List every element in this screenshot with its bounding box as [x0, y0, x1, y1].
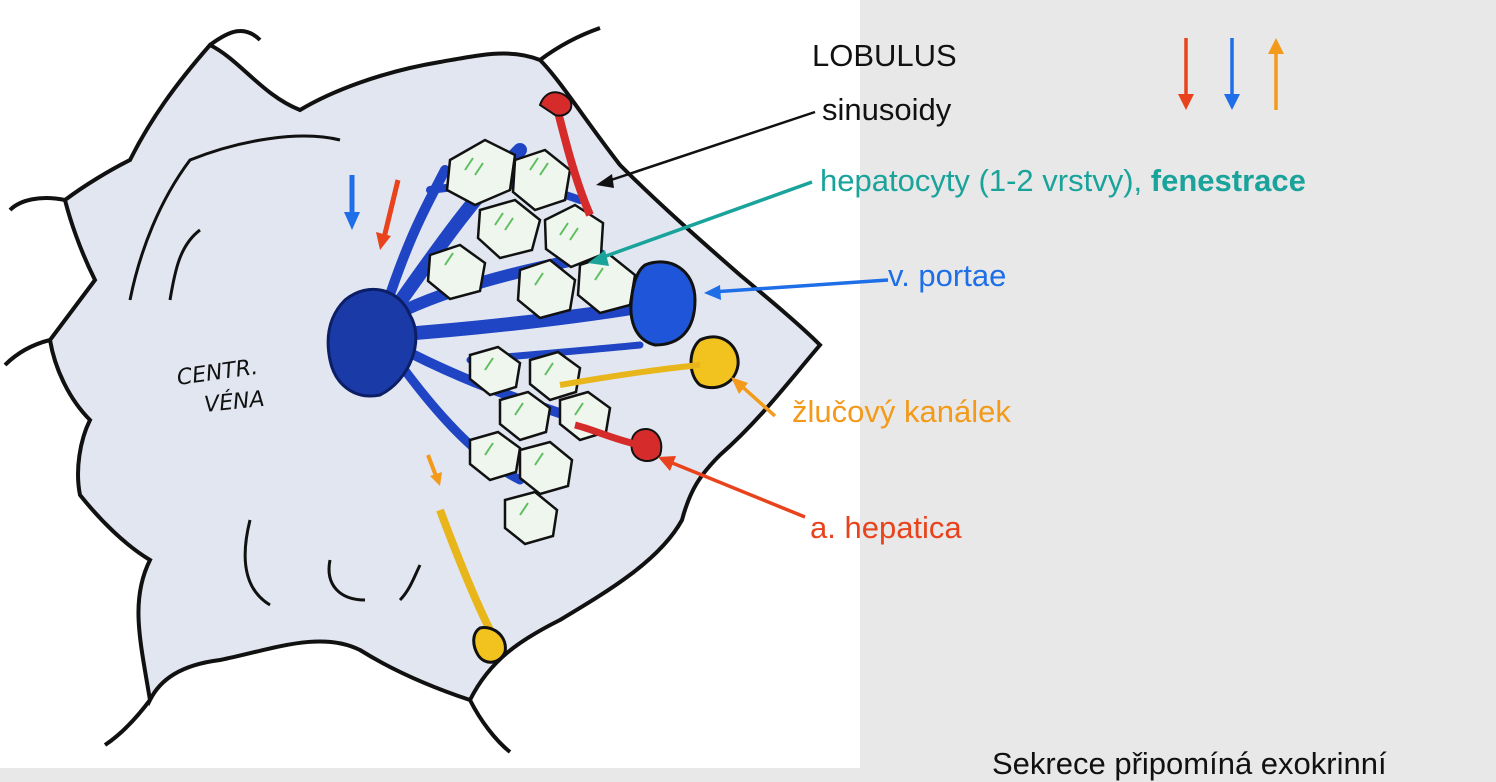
label-lobulus: LOBULUS — [812, 38, 957, 74]
fenestrace-text: fenestrace — [1151, 163, 1306, 198]
label-hepatocyty: hepatocyty (1-2 vrstvy), fenestrace — [820, 163, 1306, 199]
portal-vein — [631, 262, 695, 345]
label-sinusoidy: sinusoidy — [822, 92, 951, 128]
label-zlucovy-kanalek: žlučový kanálek — [792, 394, 1011, 430]
hepatocyty-text: hepatocyty (1-2 vrstvy), — [820, 163, 1151, 198]
legend-arrows — [1178, 38, 1284, 110]
label-sekrece: Sekrece připomíná exokrinní — [992, 746, 1387, 782]
label-v-portae: v. portae — [888, 258, 1006, 294]
label-a-hepatica: a. hepatica — [810, 510, 962, 546]
